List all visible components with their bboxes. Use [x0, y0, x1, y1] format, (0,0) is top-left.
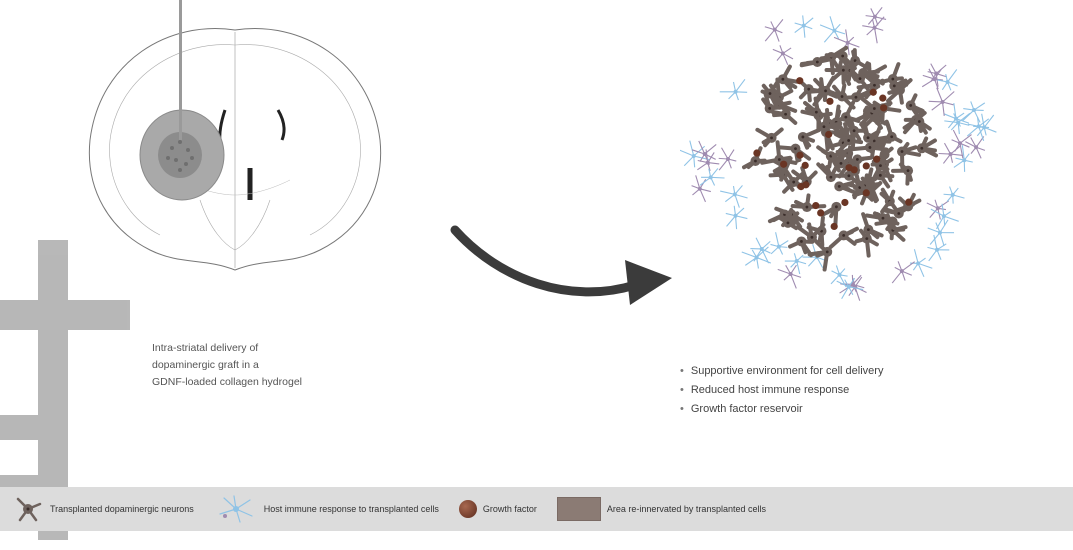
immune-cell	[922, 69, 943, 89]
immune-cell	[928, 220, 954, 246]
immune-cell	[719, 148, 737, 170]
legend-item-innervated-area: Area re-innervated by transplanted cells	[557, 497, 766, 521]
growth-factor-particle	[802, 181, 809, 188]
immune-cell	[892, 261, 914, 283]
immune-cell	[773, 45, 793, 64]
immune-cell	[927, 235, 949, 261]
legend-item-neurons: Transplanted dopaminergic neurons	[12, 494, 194, 524]
growth-factor-particle	[780, 161, 787, 168]
legend-bar: Transplanted dopaminergic neurons Host i…	[0, 487, 1073, 531]
immune-cell	[785, 253, 806, 274]
growth-factor-particle	[812, 202, 819, 209]
process-arrow	[440, 220, 680, 320]
immune-cell	[795, 15, 814, 37]
immune-cell	[866, 7, 886, 25]
growth-factor-particle	[753, 149, 760, 156]
caption-line: GDNF-loaded collagen hydrogel	[152, 374, 362, 391]
growth-factor-particle	[817, 209, 824, 216]
transplanted-neuron	[818, 164, 837, 182]
transplanted-neuron	[917, 138, 936, 155]
immune-cell	[944, 187, 965, 204]
transplanted-neuron	[878, 122, 900, 142]
growth-factor-particle	[831, 223, 838, 230]
outcome-item: Growth factor reservoir	[680, 400, 883, 419]
brain-caption: Intra-striatal delivery of dopaminergic …	[152, 340, 362, 391]
immune-cell-icon	[214, 494, 258, 524]
legend-item-immune: Host immune response to transplanted cel…	[214, 494, 439, 524]
growth-factor-particle	[863, 162, 870, 169]
growth-factor-particle	[796, 77, 803, 84]
arrow-head	[625, 260, 672, 305]
growth-factor-particle	[905, 199, 912, 206]
growth-factor-particle	[826, 98, 833, 105]
growth-factor-particle	[845, 164, 852, 171]
immune-cell	[770, 232, 788, 254]
outcome-item: Supportive environment for cell delivery	[680, 362, 883, 381]
legend-label: Growth factor	[483, 504, 537, 514]
growth-factor-particle	[879, 95, 886, 102]
immune-cell	[939, 143, 963, 163]
innervated-area-swatch	[557, 497, 601, 521]
immune-cell	[726, 206, 748, 229]
growth-factor-particle	[873, 156, 880, 163]
legend-item-growth-factor: Growth factor	[459, 500, 537, 518]
caption-line: dopaminergic graft in a	[152, 357, 362, 374]
transplanted-neuron	[893, 164, 913, 183]
transplanted-neuron	[798, 130, 819, 148]
legend-label: Host immune response to transplanted cel…	[264, 504, 439, 514]
immune-cell	[720, 79, 747, 100]
graft-cell-cluster	[680, 0, 1000, 330]
growth-factor-particle	[841, 199, 848, 206]
immune-cell	[700, 168, 725, 185]
immune-cell	[765, 19, 783, 41]
transplanted-neuron	[831, 229, 857, 247]
immune-cell	[778, 265, 801, 288]
outcome-list: Supportive environment for cell delivery…	[680, 362, 883, 419]
immune-cell	[963, 101, 985, 122]
growth-factor-particle	[802, 162, 809, 169]
growth-factor-icon	[459, 500, 477, 518]
growth-factor-particle	[825, 131, 832, 138]
immune-cell	[944, 113, 970, 134]
immune-cell	[720, 185, 747, 207]
legend-label: Transplanted dopaminergic neurons	[50, 504, 194, 514]
growth-factor-particle	[796, 152, 803, 159]
outcome-item: Reduced host immune response	[680, 381, 883, 400]
dopaminergic-neuron-icon	[12, 494, 44, 524]
transplanted-neuron	[778, 67, 797, 88]
immune-cell	[929, 88, 955, 116]
growth-factor-particle	[863, 189, 870, 196]
immune-cell	[820, 16, 845, 42]
immune-cell	[967, 117, 989, 141]
immune-cell	[973, 114, 996, 136]
caption-line: Intra-striatal delivery of	[152, 340, 362, 357]
growth-factor-particle	[870, 89, 877, 96]
immune-cell	[862, 17, 884, 43]
growth-factor-particle	[880, 104, 887, 111]
legend-label: Area re-innervated by transplanted cells	[607, 504, 766, 514]
injection-needle	[179, 0, 182, 140]
